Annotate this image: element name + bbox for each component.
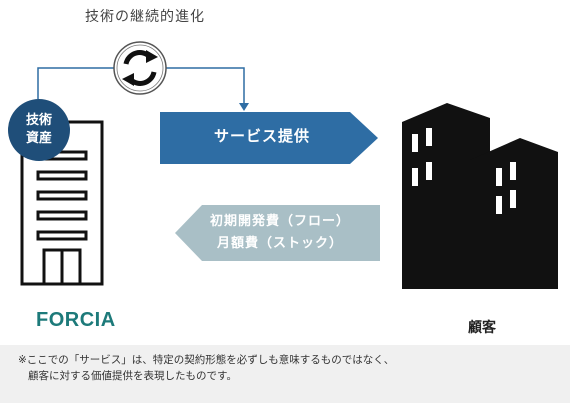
tech-asset-label-line2: 資産 [25, 131, 52, 146]
fee-label: 初期開発費（フロー） 月額費（ストック） [180, 205, 380, 261]
service-arrow [160, 112, 378, 164]
tech-asset-badge: 技術 資産 [8, 99, 70, 161]
diagram-canvas [20, 41, 558, 289]
fee-arrow [175, 205, 380, 261]
fee-label-line2: 月額費（ストック） [216, 236, 343, 251]
cycle-label: 技術の継続的進化 [85, 9, 205, 25]
fee-label-line1: 初期開発費（フロー） [209, 214, 350, 229]
footnote-line1: ※ここでの「サービス」は、特定の契約形態を必ずしも意味するものではなく、 [18, 354, 395, 366]
forcia-logo: FORCIA [36, 309, 116, 331]
tech-asset-label-line1: 技術 [25, 113, 52, 128]
service-label: サービス提供 [213, 127, 310, 145]
connector-arrowhead [239, 103, 249, 111]
refresh-cycle-icon [113, 41, 167, 95]
note-box [0, 345, 570, 403]
customer-label: 顧客 [468, 320, 496, 336]
customer-buildings [402, 103, 558, 289]
footnote-line2: 顧客に対する価値提供を表現したものです。 [18, 370, 237, 382]
footnote: ※ここでの「サービス」は、特定の契約形態を必ずしも意味するものではなく、 顧客に… [18, 352, 563, 384]
